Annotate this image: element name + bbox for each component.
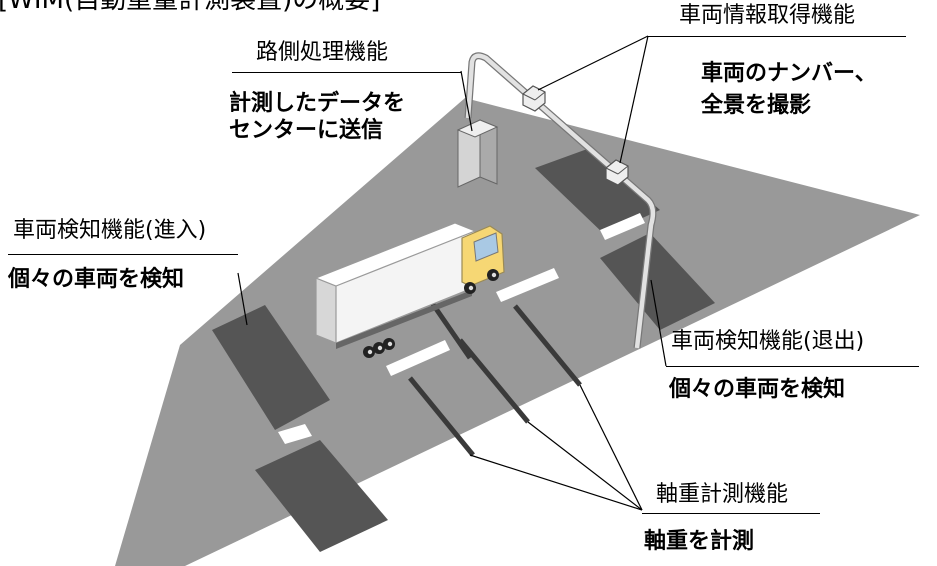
vehicle-info-desc-line2: 全景を撮影 xyxy=(701,93,812,118)
roadside-leader-line xyxy=(460,70,473,132)
detect-out-leader-line xyxy=(650,279,667,367)
vehicle-info-leader-line xyxy=(619,35,649,164)
camera-gantry xyxy=(464,52,657,349)
axle-desc: 軸重を計測 xyxy=(644,529,755,554)
exit-detection-pad xyxy=(255,440,388,552)
roadside-label: 路側処理機能 xyxy=(256,40,389,65)
axle-weight-sensor xyxy=(513,304,582,387)
roadside-desc-line1: 計測したデータを xyxy=(229,91,406,116)
axle-weight-sensor xyxy=(458,338,530,424)
lane-mark xyxy=(386,340,450,376)
roadside-rule xyxy=(232,72,461,73)
vehicle-info-desc-line1: 車両のナンバー、 xyxy=(701,61,877,86)
lane-mark xyxy=(278,424,312,444)
detect-out-rule xyxy=(666,366,919,367)
truck-icon xyxy=(314,222,505,358)
axle-leader-line xyxy=(579,384,643,511)
camera-icon xyxy=(605,159,629,186)
lane-mark xyxy=(496,268,559,302)
entry-detection-pad xyxy=(212,305,330,430)
detect-in-label: 車両検知機能(進入) xyxy=(13,218,207,243)
detect-out-label: 車両検知機能(退出) xyxy=(671,329,865,354)
axle-label: 軸重計測機能 xyxy=(656,482,789,507)
camera-icon xyxy=(522,85,546,112)
detect-in-leader-line xyxy=(237,272,248,326)
vehicle-info-leader-line xyxy=(537,35,649,91)
roadside-desc-line2: センターに送信 xyxy=(229,118,384,143)
axle-leader-line xyxy=(527,421,643,511)
axle-leader-line xyxy=(469,454,643,511)
lane-mark xyxy=(600,213,645,240)
axle-rule xyxy=(642,513,820,514)
detect-in-rule xyxy=(8,254,238,255)
exit-detection-pad-far xyxy=(600,233,715,330)
axle-weight-sensor xyxy=(408,376,475,457)
entry-detection-pad-far xyxy=(535,148,660,235)
diagram-title: [WIM(自動重量計測装置)の概要] xyxy=(0,0,381,15)
detect-in-desc: 個々の車両を検知 xyxy=(8,267,185,292)
roadside-cabinet xyxy=(456,119,499,188)
vehicle-info-label: 車両情報取得機能 xyxy=(679,3,856,28)
vehicle-info-rule xyxy=(648,36,906,37)
detect-out-desc: 個々の車両を検知 xyxy=(669,377,846,402)
